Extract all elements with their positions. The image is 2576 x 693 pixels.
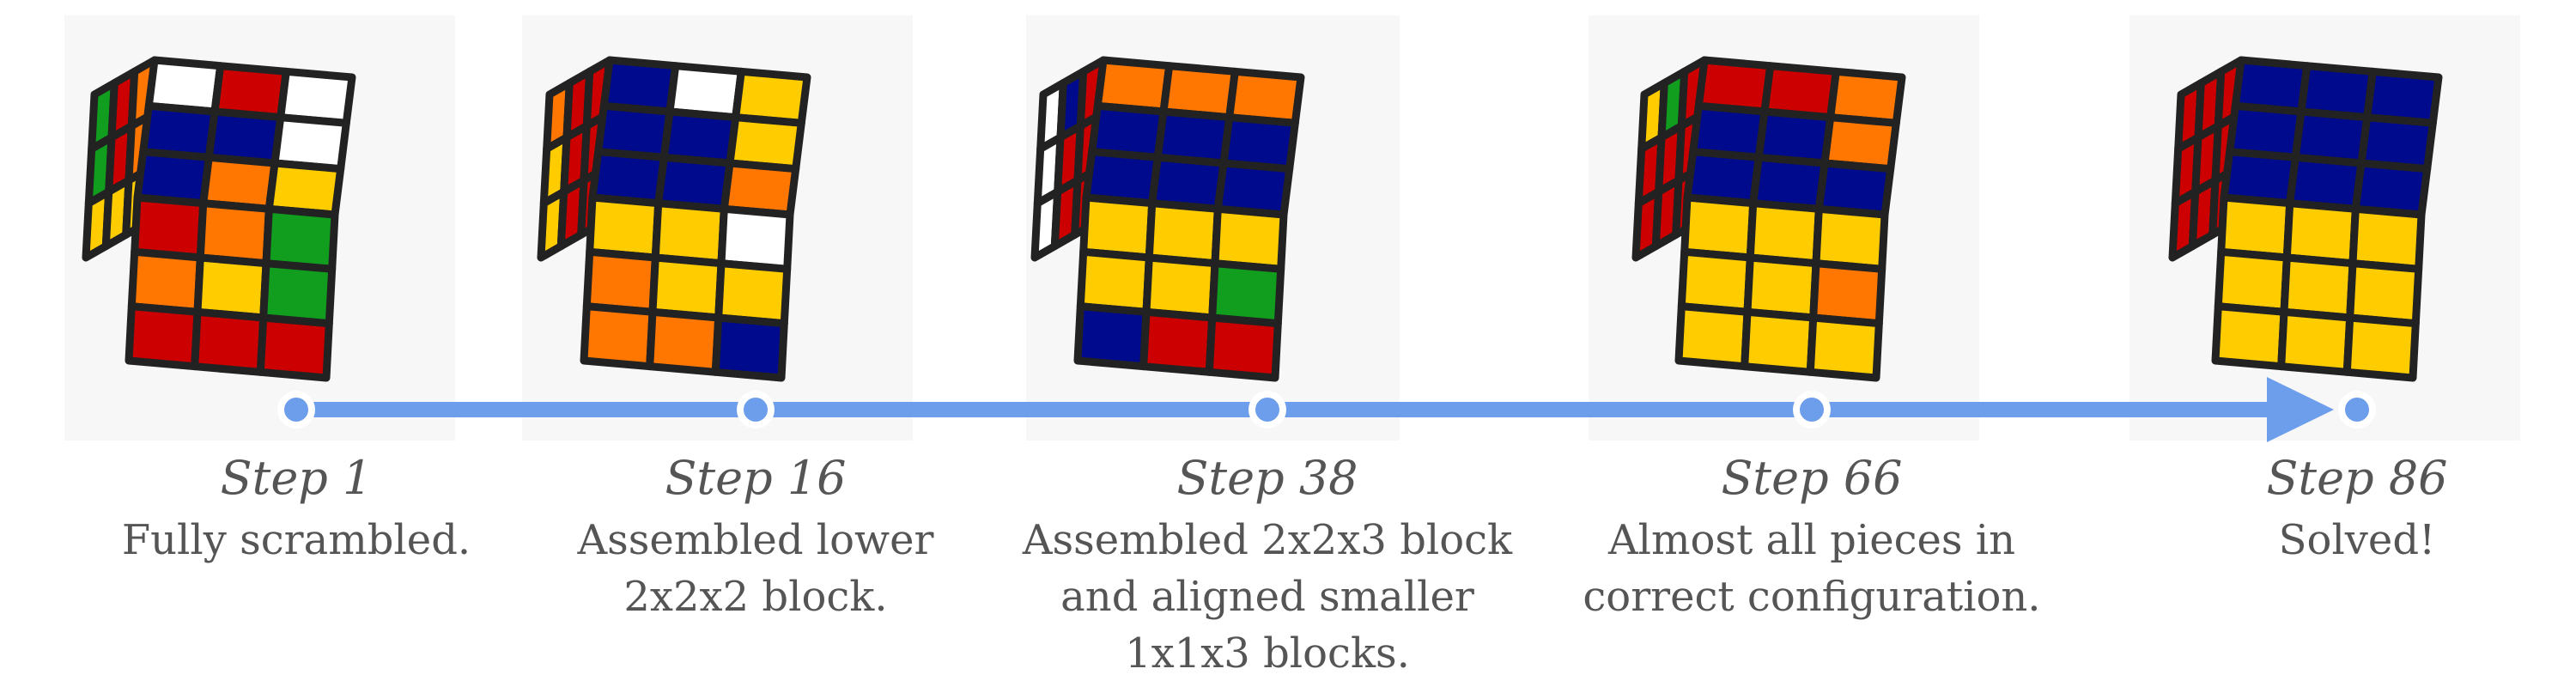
rubiks-cube-icon	[2168, 56, 2443, 382]
cube-sticker-front	[582, 247, 659, 316]
cube-sticker-front	[1073, 302, 1151, 371]
step-16-description: Assembled lower 2x2x2 block.	[489, 512, 1022, 625]
cube-sticker-front	[1142, 253, 1219, 322]
cube-sticker-front	[711, 313, 788, 382]
timeline-node	[277, 391, 315, 429]
cube-sticker-front	[1145, 199, 1222, 268]
cube-sticker-front	[259, 259, 337, 328]
cube-sticker-front	[580, 302, 657, 371]
step-38-title: Step 38	[1176, 451, 1358, 505]
timeline-arrowhead	[2267, 377, 2334, 442]
cube-sticker-front	[1680, 193, 1758, 262]
cube-sticker-front	[1746, 199, 1823, 268]
cube-sticker-front	[714, 259, 792, 328]
cube-sticker-front	[646, 307, 723, 376]
step-66-description-line: Almost all pieces in	[1607, 516, 2016, 564]
rubiks-cube-icon	[537, 56, 811, 382]
cube-panels	[64, 15, 2520, 441]
cube-sticker-front	[1205, 313, 1282, 382]
cube-sticker-front	[1741, 307, 1818, 376]
rubiks-cube-icon	[82, 56, 356, 382]
cube-sticker-front	[256, 313, 333, 382]
cube-sticker-front	[1076, 247, 1153, 316]
cube-sticker-front	[262, 204, 339, 273]
timeline-node	[1793, 391, 1831, 429]
cube-sticker-front	[1809, 259, 1886, 328]
step-1-description: Fully scrambled.	[30, 512, 562, 568]
step-1-description-line: Fully scrambled.	[121, 516, 471, 564]
cube-sticker-front	[2348, 204, 2426, 273]
cube-sticker-front	[2211, 302, 2288, 371]
cube-sticker-front	[717, 204, 794, 273]
step-38-description: Assembled 2x2x3 block and aligned smalle…	[1001, 512, 1534, 682]
step-66-description-line: correct configuration.	[1583, 573, 2041, 621]
step-16-description-line: Assembled lower	[577, 516, 934, 564]
timeline-node	[1249, 391, 1286, 429]
timeline-nodes	[277, 391, 2376, 429]
step-38-description-line: Assembled 2x2x3 block	[1022, 516, 1513, 564]
cube-sticker-front	[586, 193, 663, 262]
rubiks-cube-icon	[1631, 56, 1906, 382]
step-38-description-line: and aligned smaller	[1060, 573, 1474, 621]
cube-sticker-front	[1812, 204, 1889, 273]
cube-sticker-front	[127, 247, 204, 316]
step-16-title: Step 16	[665, 451, 847, 505]
step-16-description-line: 2x2x2 block.	[623, 573, 888, 621]
cube-sticker-front	[125, 302, 202, 371]
step-86-title: Step 86	[2266, 451, 2448, 505]
cube-sticker-front	[651, 199, 728, 268]
step-66-title: Step 66	[1721, 451, 1903, 505]
step-66-description: Almost all pieces in correct configurati…	[1546, 512, 2078, 625]
step-1-title: Step 1	[220, 451, 373, 505]
cube-sticker-front	[2282, 199, 2360, 268]
rubiks-cube-icon	[1030, 56, 1305, 382]
cube-sticker-front	[648, 253, 726, 322]
cube-sticker-front	[193, 253, 270, 322]
cube-sticker-front	[1139, 307, 1217, 376]
cube-sticker-front	[2342, 313, 2420, 382]
cube-sticker-front	[1674, 302, 1752, 371]
cube-sticker-front	[1079, 193, 1157, 262]
step-86-description-line: Solved!	[2278, 516, 2436, 564]
cube-sticker-front	[2277, 307, 2354, 376]
cube-sticker-front	[1806, 313, 1883, 382]
cube-sticker-front	[1211, 204, 1288, 273]
cube-sticker-front	[2217, 193, 2294, 262]
cube-sticker-front	[196, 199, 273, 268]
timeline	[277, 377, 2376, 442]
cube-sticker-front	[2346, 259, 2423, 328]
cube-sticker-front	[1677, 247, 1754, 316]
step-38-description-line: 1x1x3 blocks.	[1125, 629, 1410, 678]
cube-sticker-front	[1208, 259, 1285, 328]
timeline-node	[2338, 391, 2376, 429]
cube-sticker-front	[1743, 253, 1820, 322]
cube-sticker-front	[2280, 253, 2357, 322]
step-86-description: Solved!	[2091, 512, 2576, 568]
cube-sticker-front	[2214, 247, 2291, 316]
timeline-node	[737, 391, 775, 429]
cube-sticker-front	[191, 307, 268, 376]
cube-sticker-front	[131, 193, 208, 262]
